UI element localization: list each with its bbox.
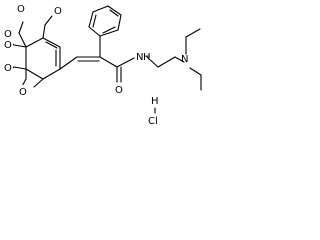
atom-labels: O O O O O O O N H N — [3, 2, 188, 98]
methoxy-left-upper-label: O — [4, 40, 12, 51]
phenyl-ring-bonds — [88, 5, 122, 58]
amine-nitrogen-label: N — [181, 54, 188, 65]
hydrochloride-salt: H Cl — [148, 96, 159, 127]
amide-bonds — [99, 56, 135, 83]
methoxy-top-right-label: O — [54, 6, 62, 17]
salt-chlorine-label: Cl — [148, 116, 158, 127]
methoxy-top-left-2-label: O — [4, 29, 12, 40]
vinyl-linker-bonds — [59, 56, 101, 70]
amide-nitrogen-label: N — [136, 52, 143, 63]
methoxy-ring-bonds — [25, 37, 61, 80]
structure-diagram: O O O O O O O N H N H Cl — [0, 0, 204, 127]
amide-hydrogen-label: H — [143, 52, 151, 63]
carbonyl-oxygen-label: O — [115, 85, 123, 96]
molecule-drawing: O O O O O O O N H N H Cl — [3, 2, 202, 127]
diethylaminoethyl-bonds — [146, 28, 202, 91]
salt-hydrogen-label: H — [151, 96, 159, 107]
methoxy-left-lower-label: O — [19, 87, 27, 98]
methoxy-top-left-1-label: O — [17, 4, 25, 15]
methoxy-left-middle-label: O — [4, 63, 12, 74]
